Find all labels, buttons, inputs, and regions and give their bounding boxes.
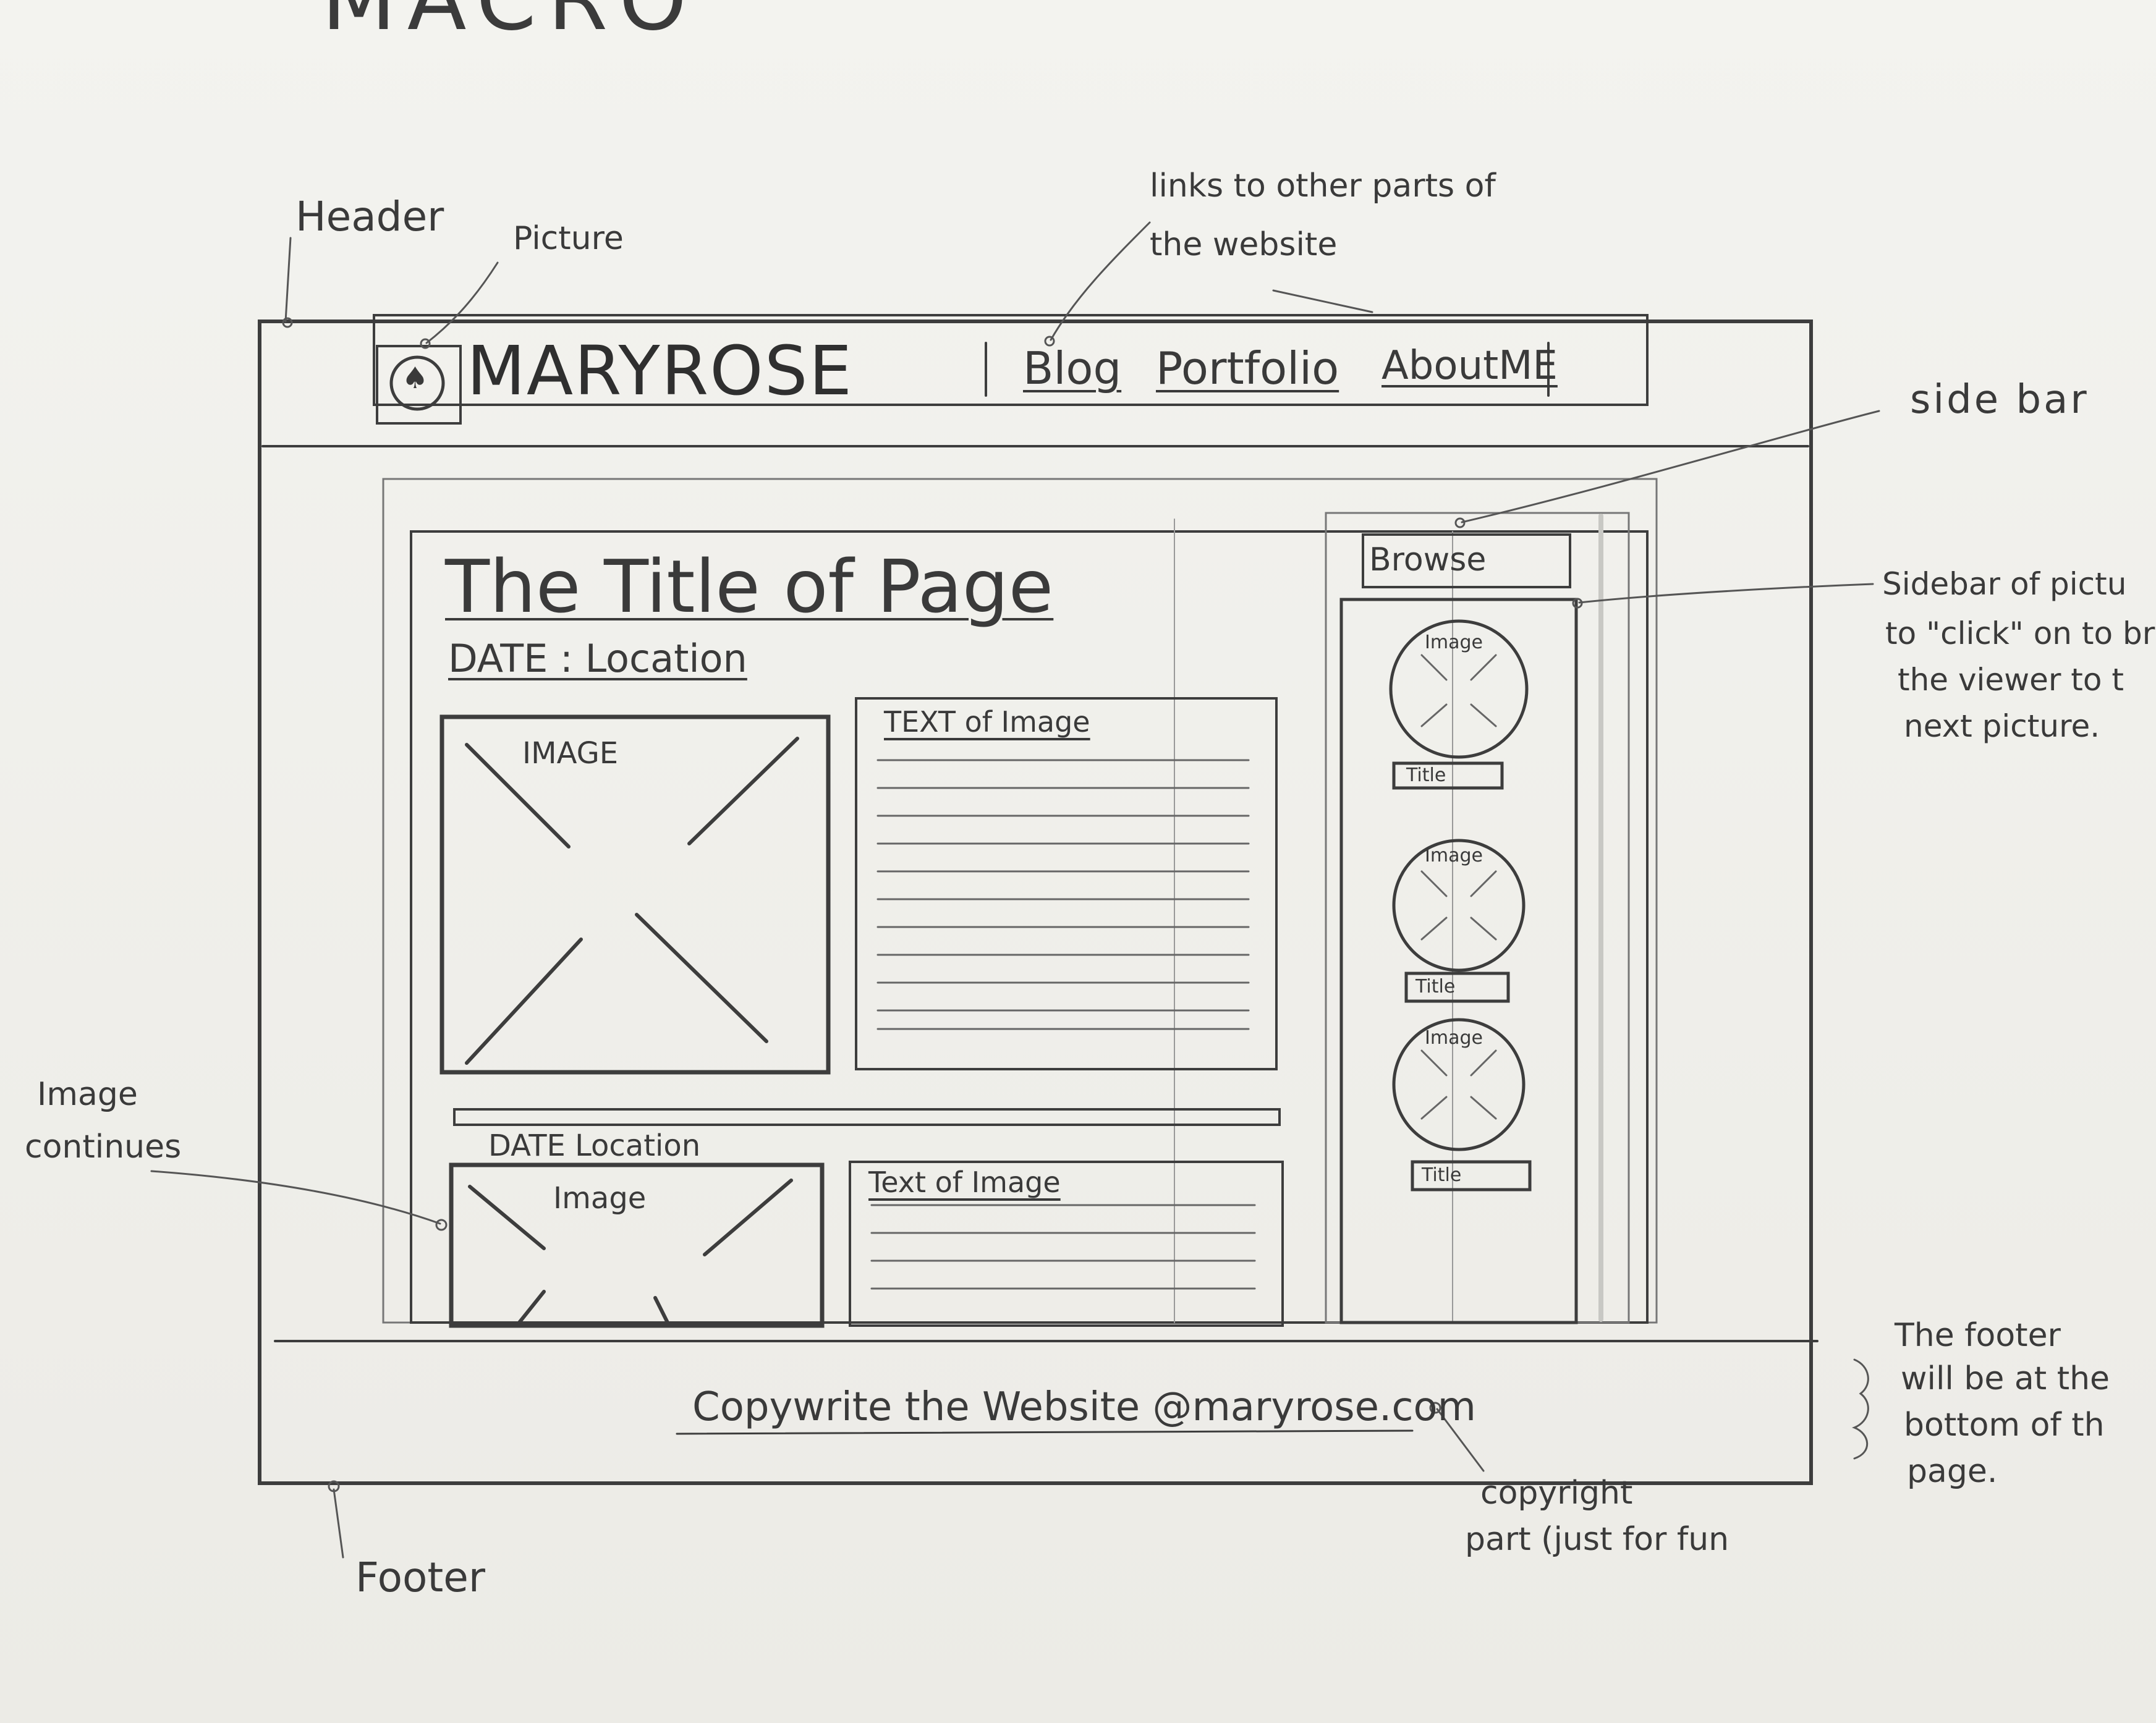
second-image-box (449, 1162, 825, 1328)
content-inner (410, 530, 1649, 1324)
links-annotation-line1: links to other parts of (1150, 167, 1496, 205)
thumbnail-1-title[interactable]: Title (1406, 764, 1446, 786)
sidebar-pictures-annotation-line1: Sidebar of pictu (1882, 566, 2127, 602)
browse-box (1362, 533, 1571, 588)
thumbnail-2-image[interactable]: Image (1425, 845, 1483, 866)
thumbnail-3-image[interactable]: Image (1425, 1027, 1483, 1049)
links-annotation-line2: the website (1150, 226, 1338, 263)
thumbnail-2-title[interactable]: Title (1415, 976, 1456, 997)
sidebar-pictures-frame (1339, 598, 1578, 1324)
site-name[interactable]: MARYROSE (467, 331, 854, 410)
image-label: IMAGE (522, 736, 619, 771)
nav-link-blog[interactable]: Blog (1023, 342, 1122, 394)
logo-circle (389, 355, 445, 411)
page-title: The Title of Page (445, 544, 1054, 629)
text-of-image-label: TEXT of Image (884, 705, 1090, 739)
thumbnail-3-title[interactable]: Title (1422, 1164, 1462, 1186)
date-location: DATE : Location (448, 636, 747, 681)
sidebar-pictures-annotation-line3: the viewer to t (1898, 662, 2124, 698)
header-annotation: Header (295, 193, 444, 240)
footer-note-line2: will be at the (1901, 1360, 2110, 1397)
footer-note-line3: bottom of th (1904, 1407, 2105, 1444)
copyright-note-line2: part (just for fun (1465, 1521, 1729, 1558)
footer-note-line1: The footer (1895, 1317, 2061, 1354)
logo-picture-icon: ♠ (402, 361, 429, 396)
sidebar-annotation: side bar (1910, 377, 2089, 423)
sidebar-pictures-annotation-line2: to "click" on to br (1885, 616, 2155, 651)
sketch-title: MACRO (321, 0, 698, 43)
footer-copyright: Copywrite the Website @maryrose.com (692, 1384, 1476, 1430)
image-continues-annotation-line2: continues (25, 1128, 182, 1166)
logo-box (376, 345, 462, 425)
image-box (439, 714, 831, 1075)
text-box (855, 697, 1278, 1070)
copyright-note-line1: copyright (1480, 1475, 1633, 1512)
nav-link-aboutme[interactable]: AboutME (1381, 343, 1558, 389)
second-image-label: Image (553, 1181, 647, 1216)
footer-note-line4: page. (1907, 1453, 1998, 1490)
second-text-of-image-label: Text of Image (868, 1166, 1061, 1199)
picture-annotation: Picture (513, 220, 624, 257)
nav-link-portfolio[interactable]: Portfolio (1156, 342, 1339, 394)
browse-input[interactable]: Browse (1369, 541, 1487, 578)
second-date-location: DATE Location (488, 1128, 701, 1163)
image-continues-annotation-line1: Image (37, 1076, 138, 1113)
browser-frame (258, 320, 1813, 1485)
thumbnail-1-image[interactable]: Image (1425, 632, 1483, 653)
footer-annotation: Footer (355, 1554, 485, 1601)
sidebar-pictures-annotation-line4: next picture. (1904, 708, 2100, 744)
second-text-box (849, 1161, 1284, 1327)
header-nav-box (373, 314, 1649, 406)
